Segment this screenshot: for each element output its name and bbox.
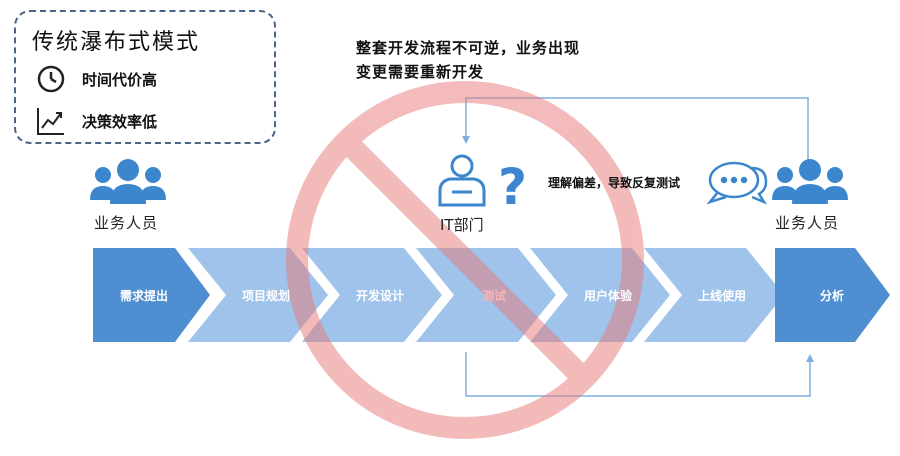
step-testing: 测试 bbox=[481, 289, 506, 303]
trend-chart-icon bbox=[37, 108, 64, 135]
question-mark-icon: ? bbox=[498, 158, 527, 216]
step-analysis: 分析 bbox=[819, 289, 844, 303]
feature-time-cost: 时间代价高 bbox=[34, 62, 157, 96]
step-user-experience: 用户体验 bbox=[583, 289, 632, 303]
step-shape-analysis bbox=[775, 248, 890, 342]
step-shape-design bbox=[302, 248, 442, 342]
clock-icon bbox=[37, 65, 65, 93]
step-launch: 上线使用 bbox=[697, 289, 746, 303]
prohibited-icon bbox=[286, 81, 644, 439]
people-icon-right bbox=[772, 159, 848, 204]
step-planning: 项目规划 bbox=[241, 289, 290, 303]
feature-decision-efficiency: 决策效率低 bbox=[34, 104, 157, 138]
people-icon-left bbox=[90, 159, 166, 204]
step-requirement: 需求提出 bbox=[119, 289, 168, 303]
step-design: 开发设计 bbox=[355, 289, 404, 303]
feedback-arrow-top bbox=[465, 97, 809, 170]
feature-label: 决策效率低 bbox=[82, 112, 158, 131]
it-worker-icon bbox=[438, 154, 486, 207]
business-staff-label-left: 业务人员 bbox=[94, 214, 159, 232]
diagram-title: 传统瀑布式模式 bbox=[32, 30, 201, 55]
business-staff-label-right: 业务人员 bbox=[775, 214, 840, 232]
it-department-label: IT部门 bbox=[440, 216, 484, 234]
feature-label: 时间代价高 bbox=[82, 70, 158, 89]
step-shape-requirement bbox=[93, 248, 210, 342]
feedback-arrowhead-top bbox=[462, 136, 470, 144]
title-box: 传统瀑布式模式 时间代价高 决策效率低 bbox=[14, 10, 276, 144]
feedback-arrow-bottom bbox=[465, 352, 811, 397]
chat-bubble-icon bbox=[706, 161, 768, 205]
irreversible-note: 整套开发流程不可逆，业务出现变更需要重新开发 bbox=[356, 39, 581, 81]
feedback-arrowhead-bottom bbox=[806, 354, 814, 362]
misunderstanding-note: 理解偏差，导致反复测试 bbox=[548, 176, 681, 190]
step-shape-launch bbox=[644, 248, 784, 342]
